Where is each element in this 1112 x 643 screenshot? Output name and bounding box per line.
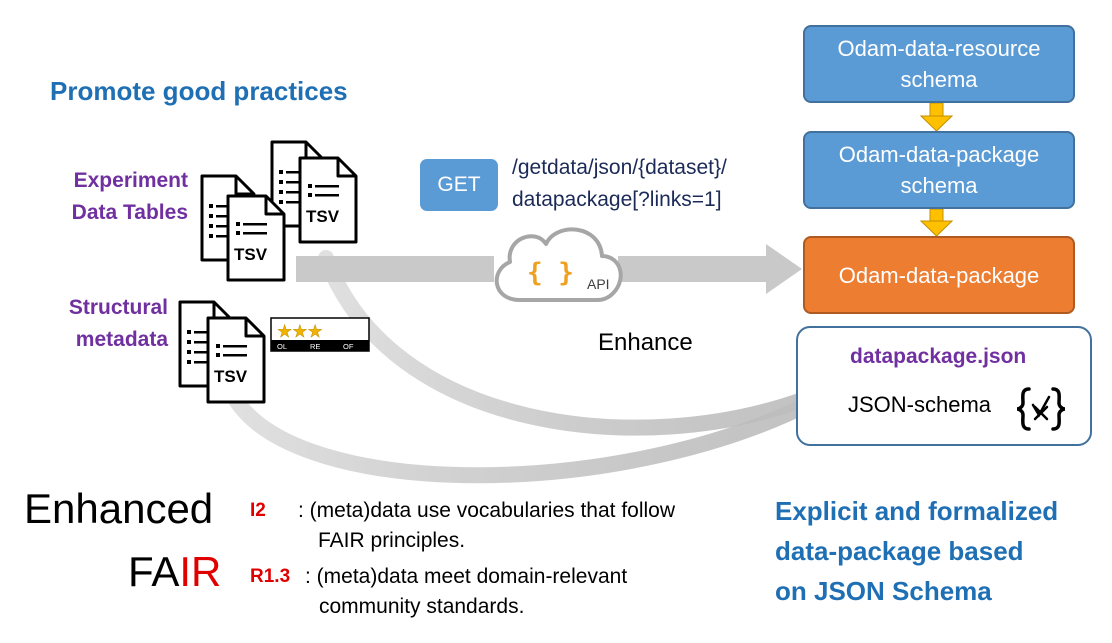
json-schema-label: JSON-schema: [848, 392, 992, 417]
experiment-label: Experiment Data Tables: [71, 169, 188, 224]
datapackage-filename: datapackage.json: [850, 345, 1027, 368]
json-schema-icon: [1016, 387, 1066, 431]
principle-text-r13: : (meta)data meet domain-relevant commun…: [305, 565, 628, 618]
cloud-braces-icon: { }: [527, 258, 574, 288]
schema-connector-2: [919, 208, 954, 237]
api-endpoint: /getdata/json/{dataset}/ datapackage[?li…: [512, 156, 727, 211]
datapackage-output-box: [796, 326, 1092, 446]
rating-badge-icon: [270, 317, 370, 352]
package-schema-box: Odam-data-package schema: [803, 131, 1075, 209]
tsv-badge-3: TSV: [214, 367, 248, 386]
get-method-badge: GET: [420, 159, 498, 211]
cloud-api-icon: [494, 227, 623, 302]
structural-files-icon: [178, 300, 266, 404]
tsv-badge-2: TSV: [234, 245, 268, 264]
principle-code-i2: I2: [250, 500, 266, 521]
tsv-badge-1: TSV: [306, 207, 340, 226]
straight-arrow-shaft-right: [618, 256, 768, 282]
straight-arrow-head: [766, 244, 802, 294]
structural-label: Structural metadata: [68, 296, 168, 351]
rating-label-3: OF: [343, 342, 354, 351]
fair-heading: FAIR: [128, 548, 222, 595]
curve-arrow-metadata: [228, 392, 820, 484]
resource-schema-box: Odam-data-resource schema: [803, 25, 1075, 103]
rating-stars: ★★★: [277, 322, 323, 342]
cloud-api-label: API: [587, 276, 610, 292]
rating-label-2: RE: [310, 342, 320, 351]
conclusion-text: Explicit and formalized data-package bas…: [775, 496, 1059, 606]
rating-label-1: OL: [277, 342, 287, 351]
fair-heading-enhanced: Enhanced: [24, 485, 214, 532]
page-title: Promote good practices: [50, 76, 348, 106]
schema-connector-1: [919, 102, 954, 132]
principle-text-i2: : (meta)data use vocabularies that follo…: [298, 499, 676, 552]
data-package-box: Odam-data-package: [803, 236, 1075, 314]
straight-arrow-shaft: [296, 256, 494, 282]
principle-code-r13: R1.3: [250, 566, 291, 587]
enhance-label: Enhance: [598, 329, 693, 356]
